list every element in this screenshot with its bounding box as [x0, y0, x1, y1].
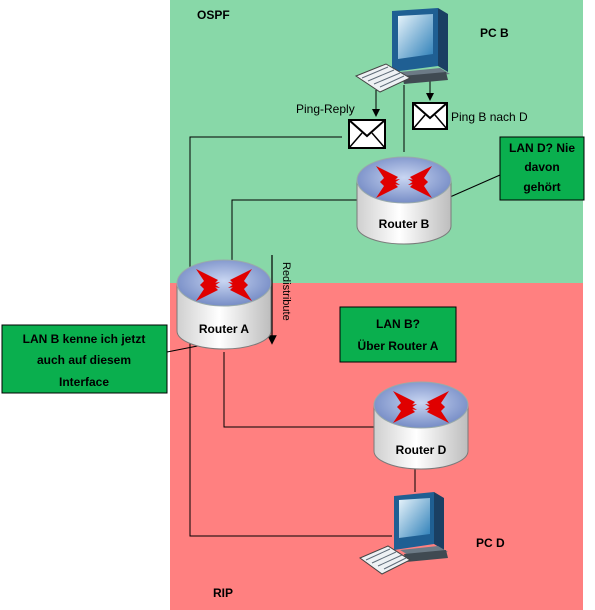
- note-router-b-line-3: gehört: [523, 180, 560, 194]
- note-router-b: LAN D? Nie davon gehört: [499, 136, 585, 201]
- pc-d-desktop-computer-icon: [358, 492, 448, 575]
- link-routerA-routerB: [231, 199, 362, 262]
- router-d-label: Router D: [396, 443, 447, 457]
- pc-d-label: PC D: [476, 536, 505, 550]
- note-router-a-line-2: auch auf diesem: [37, 353, 131, 367]
- note-router-d-line-2: Über Router A: [358, 338, 439, 353]
- router-a-label: Router A: [199, 322, 250, 336]
- pc-b-desktop-computer-icon: [354, 8, 450, 93]
- note-router-b-line-2: davon: [524, 160, 559, 174]
- ping-reply-label: Ping-Reply: [296, 102, 355, 116]
- router-b-router-icon: [356, 156, 452, 245]
- router-d-router-icon: [373, 381, 469, 470]
- ping-b-nach-d-label: Ping B nach D: [451, 110, 528, 124]
- note-router-d-line-1: LAN B?: [376, 317, 420, 331]
- redistribute-label: Redistribute: [280, 262, 292, 321]
- link-routerA-routerD: [223, 352, 375, 428]
- note-router-d: LAN B? Über Router A: [339, 306, 457, 363]
- note-router-a: LAN B kenne ich jetzt auch auf diesem In…: [1, 324, 168, 394]
- note-connector-routerB: [449, 174, 501, 198]
- note-router-a-line-1: LAN B kenne ich jetzt: [23, 332, 146, 346]
- rip-zone-label: RIP: [213, 586, 233, 600]
- pc-b-label: PC B: [480, 26, 509, 40]
- ping-b-nach-d-envelope-icon: [412, 102, 448, 130]
- router-b-label: Router B: [379, 217, 430, 231]
- ospf-zone-label: OSPF: [197, 8, 230, 22]
- ping-reply-envelope-icon: [348, 119, 386, 149]
- router-a-router-icon: [176, 259, 272, 350]
- note-router-a-line-3: Interface: [59, 375, 109, 389]
- note-router-b-line-1: LAN D? Nie: [509, 141, 575, 155]
